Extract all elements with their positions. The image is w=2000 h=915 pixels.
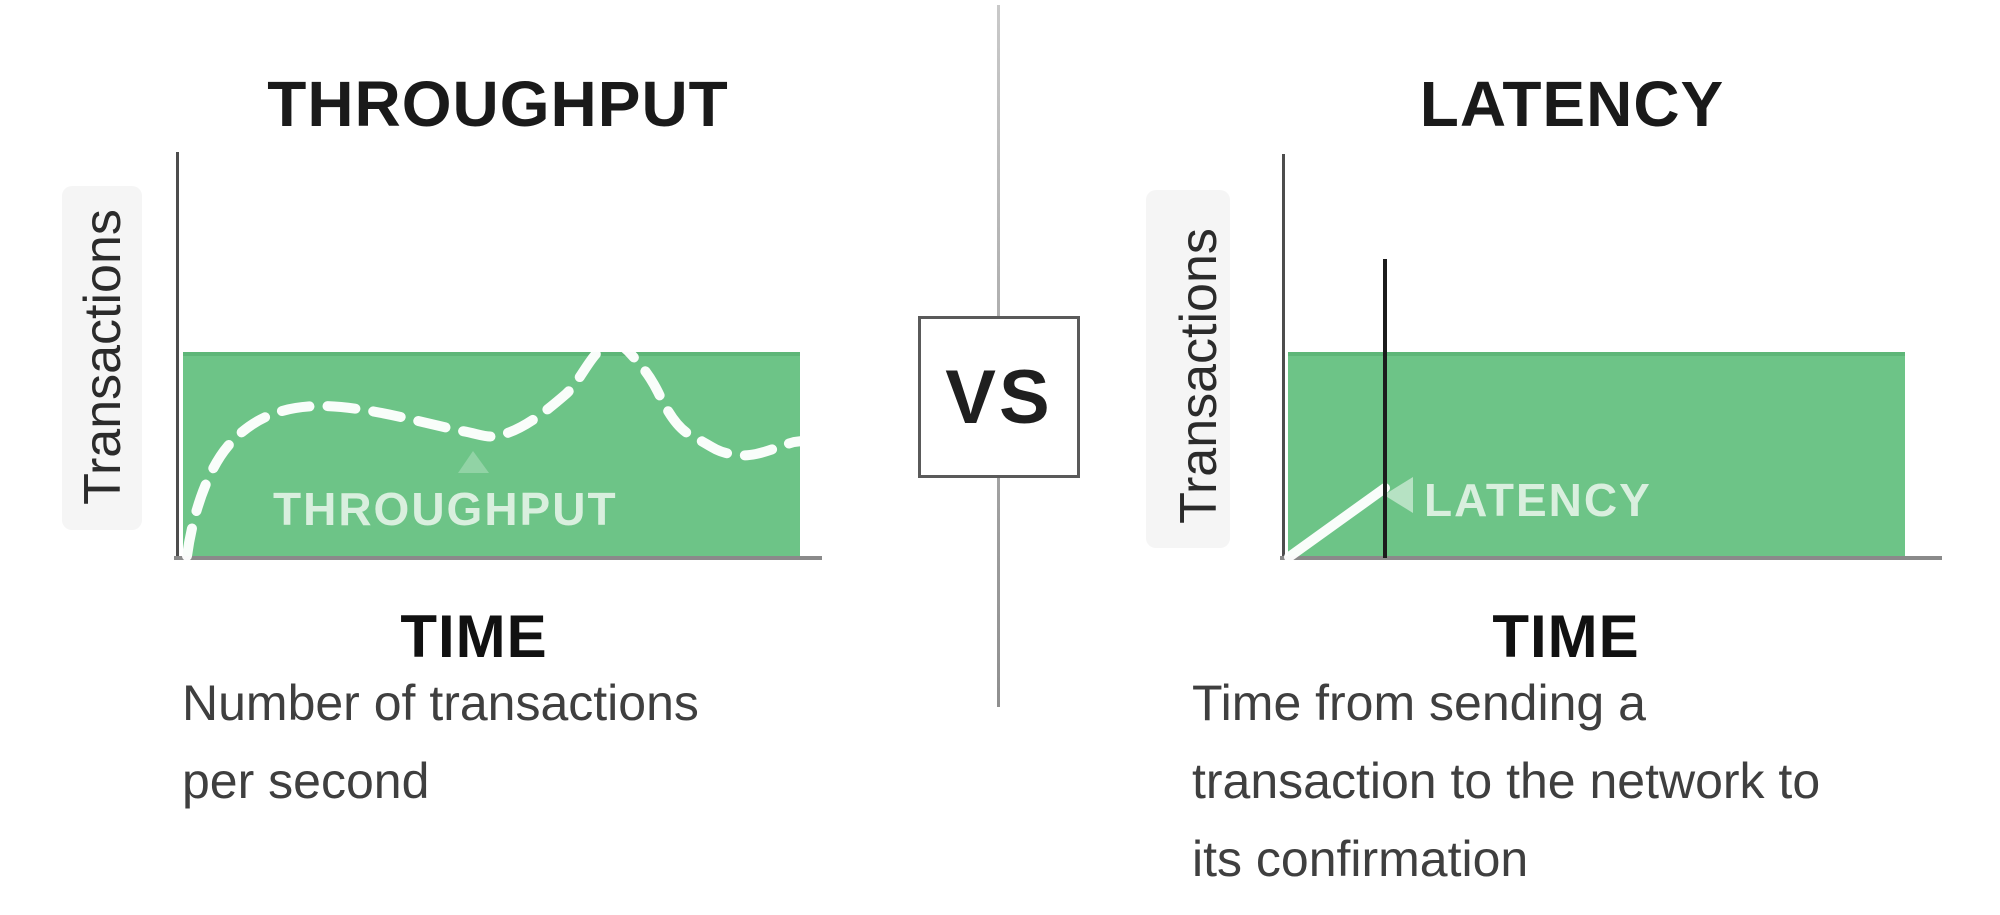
latency-area — [1288, 352, 1905, 556]
throughput-x-axis-title: TIME — [400, 603, 548, 670]
latency-caption-line: transaction to the network to — [1192, 753, 1821, 809]
latency-y-axis-label: Transactions — [1170, 228, 1228, 524]
latency-title: LATENCY — [1419, 67, 1725, 140]
throughput-x-axis — [174, 556, 822, 560]
throughput-title: THROUGHPUT — [267, 67, 729, 140]
throughput-caption-line: per second — [182, 753, 430, 809]
throughput-area-label: THROUGHPUT — [273, 483, 618, 535]
throughput-caption-line: Number of transactions — [182, 675, 699, 731]
latency-x-axis-title: TIME — [1492, 603, 1640, 670]
latency-x-axis — [1280, 556, 1942, 560]
vs-label: VS — [945, 354, 1053, 440]
latency-marker-line — [1383, 259, 1387, 558]
latency-caption: Time from sending a transaction to the n… — [1192, 664, 1820, 898]
vs-badge: VS — [918, 316, 1080, 478]
throughput-y-axis — [176, 152, 179, 560]
throughput-y-axis-label: Transactions — [74, 209, 132, 505]
latency-caption-line: Time from sending a — [1192, 675, 1646, 731]
throughput-caption: Number of transactions per second — [182, 664, 699, 820]
latency-area-label: LATENCY — [1424, 474, 1652, 526]
latency-caption-line: its confirmation — [1192, 831, 1529, 887]
latency-y-axis — [1282, 154, 1285, 560]
y-axis-label-backdrop — [62, 186, 142, 530]
y-axis-label-backdrop — [1146, 190, 1230, 548]
